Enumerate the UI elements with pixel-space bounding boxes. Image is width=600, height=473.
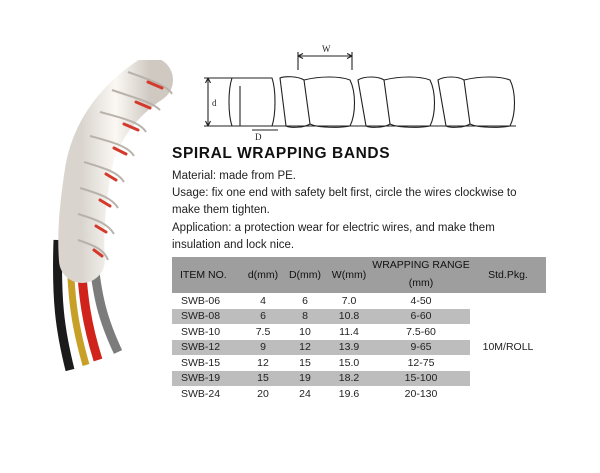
cell-D: 10 xyxy=(299,325,311,338)
material-text: Material: made from PE. xyxy=(172,170,296,182)
cell-item: SWB-24 xyxy=(181,387,221,400)
cell-w: 11.4 xyxy=(339,325,359,338)
cell-d: 9 xyxy=(242,339,284,355)
cell-range: 15-100 xyxy=(372,370,470,386)
cell-d: 7.5 xyxy=(255,325,271,338)
spec-table: ITEM NO. d(mm) D(mm) W(mm) WRAPPING RANG… xyxy=(172,257,546,402)
table-row: SWB-12 9 12 13.9 9-65 xyxy=(172,339,546,355)
cell-D: 19 xyxy=(284,370,326,386)
cell-D: 12 xyxy=(284,339,326,355)
diagram-label-outer-d: D xyxy=(255,132,262,142)
header-width: W(mm) xyxy=(326,257,372,293)
header-outer-diameter: D(mm) xyxy=(284,257,326,293)
cell-range: 20-130 xyxy=(404,387,438,400)
header-inner-diameter: d(mm) xyxy=(242,257,284,293)
diagram-label-w: W xyxy=(322,44,331,54)
cell-w: 13.9 xyxy=(326,339,372,355)
cell-d: 6 xyxy=(242,308,284,324)
header-wrapping-range-label: WRAPPING RANGE xyxy=(372,259,470,271)
usage-text: Usage: fix one end with safety belt firs… xyxy=(172,187,517,216)
cell-item: SWB-12 xyxy=(172,339,242,355)
cell-range: 6-60 xyxy=(372,308,470,324)
header-wrapping-range: WRAPPING RANGE (mm) xyxy=(372,257,470,293)
cell-d: 20 xyxy=(257,387,269,400)
cell-d: 4 xyxy=(260,294,266,307)
cell-d: 12 xyxy=(257,356,269,369)
table-row: SWB-10 7.5 10 11.4 7.5-60 xyxy=(172,324,546,340)
cell-item: SWB-19 xyxy=(172,370,242,386)
cell-w: 15.0 xyxy=(338,356,360,369)
product-photo xyxy=(53,60,173,372)
application-text: Application: a protection wear for elect… xyxy=(172,222,495,251)
page-title: SPIRAL WRAPPING BANDS xyxy=(172,145,391,162)
cell-item: SWB-15 xyxy=(181,356,221,369)
cell-D: 6 xyxy=(302,294,308,307)
cell-range: 12-75 xyxy=(407,356,435,369)
header-wrapping-range-unit: (mm) xyxy=(408,277,434,289)
cell-range: 9-65 xyxy=(372,339,470,355)
cell-range: 4-50 xyxy=(410,294,432,307)
cell-w: 19.6 xyxy=(338,387,360,400)
table-header-row: ITEM NO. d(mm) D(mm) W(mm) WRAPPING RANG… xyxy=(172,257,546,293)
cell-w: 7.0 xyxy=(341,294,357,307)
cell-d: 15 xyxy=(242,370,284,386)
table-row: SWB-08 6 8 10.8 6-60 xyxy=(172,308,546,324)
cell-w: 18.2 xyxy=(326,370,372,386)
cell-item: SWB-10 xyxy=(181,325,221,338)
diagram-label-inner-d: d xyxy=(212,98,217,108)
cell-item: SWB-08 xyxy=(172,308,242,324)
table-row: SWB-24 20 24 19.6 20-130 xyxy=(172,386,546,402)
cell-range: 7.5-60 xyxy=(406,325,436,338)
cell-std-pkg: 10M/ROLL xyxy=(470,293,546,402)
cell-D: 24 xyxy=(299,387,311,400)
table-row: SWB-15 12 15 15.0 12-75 xyxy=(172,355,546,371)
header-item-no: ITEM NO. xyxy=(172,257,242,293)
cell-D: 15 xyxy=(299,356,311,369)
table-row: SWB-06 4 6 7.0 4-50 10M/ROLL xyxy=(172,293,546,402)
cell-w: 10.8 xyxy=(326,308,372,324)
spiral-dimension-diagram: W D d xyxy=(204,44,516,142)
cell-D: 8 xyxy=(284,308,326,324)
table-row: SWB-19 15 19 18.2 15-100 xyxy=(172,370,546,386)
header-std-pkg: Std.Pkg. xyxy=(470,257,546,293)
cell-item: SWB-06 xyxy=(181,294,221,307)
